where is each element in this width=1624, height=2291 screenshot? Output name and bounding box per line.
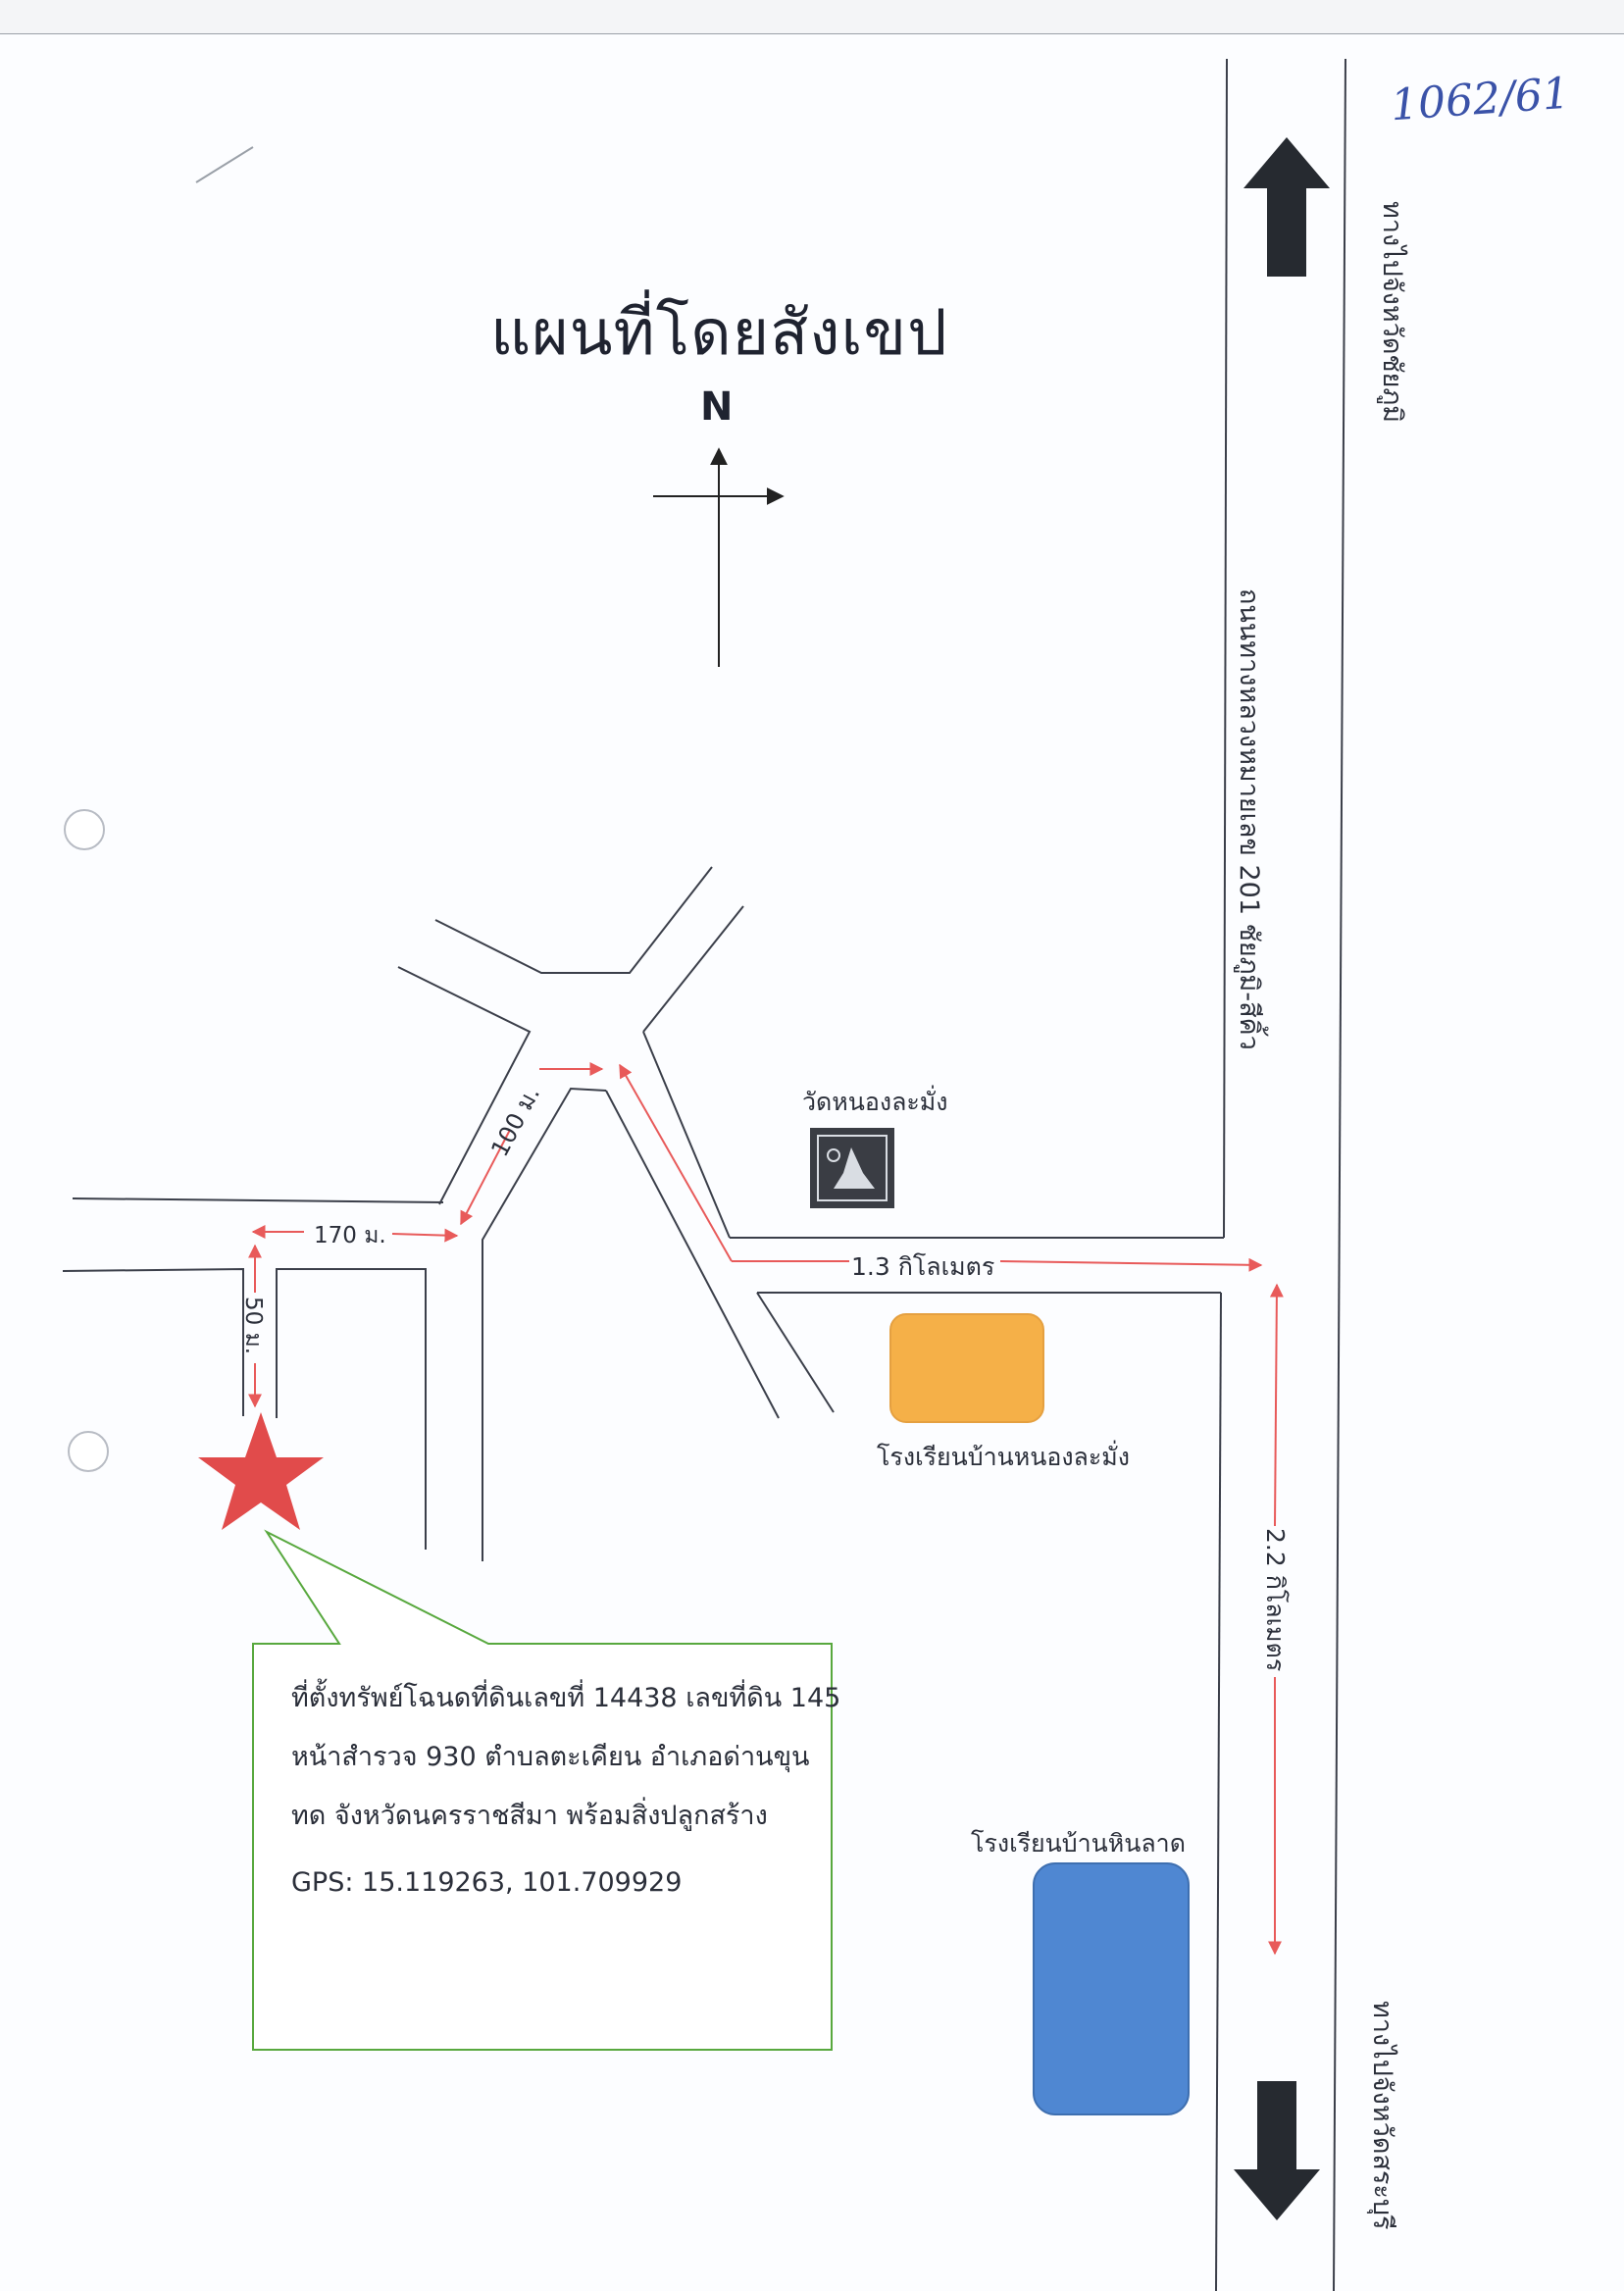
dist-arrow-100m xyxy=(460,1129,511,1226)
dist-arrow-1-3km xyxy=(619,1063,733,1262)
north-label: N xyxy=(700,384,734,430)
highway-edge-left-lower xyxy=(1215,1292,1222,2291)
temple-label: วัดหนองละมั่ง xyxy=(802,1088,948,1116)
diag-road-edge-b xyxy=(605,1090,780,1419)
scan-mark xyxy=(195,146,254,183)
school2-shape xyxy=(1033,1862,1190,2115)
property-line-1: ที่ตั้งทรัพย์โฉนดที่ดินเลขที่ 14438 เลขท… xyxy=(291,1683,841,1713)
dist-arrow-170m-r xyxy=(391,1228,459,1243)
highway-name-label: ถนนทางหลวงหมายเลข 201 ชัยภูมิ-สีคิ้ว xyxy=(1234,588,1264,1050)
binder-hole-upper xyxy=(64,809,105,850)
arrow-north-icon xyxy=(1243,137,1330,277)
property-gps: GPS: 15.119263, 101.709929 xyxy=(291,1867,683,1898)
property-line-3: ทด จังหวัดนครราชสีมา พร้อมสิ่งปลูกสร้าง xyxy=(291,1801,768,1831)
junction-road-inner xyxy=(482,1087,607,1561)
diag-road-edge-c xyxy=(756,1292,835,1413)
left-road-bottom xyxy=(62,1267,244,1416)
junction-road-right xyxy=(642,905,744,1033)
property-info: ที่ตั้งทรัพย์โฉนดที่ดินเลขที่ 14438 เลขท… xyxy=(291,1669,840,1912)
arrow-south-icon xyxy=(1234,2081,1320,2220)
compass-icon xyxy=(653,447,785,667)
distance-label-50m: 50 ม. xyxy=(240,1297,266,1355)
junction-road-left xyxy=(397,966,532,1205)
diag-road-edge-a xyxy=(642,1031,731,1239)
distance-label-1-3km: 1.3 กิโลเมตร xyxy=(851,1252,995,1281)
temple-icon xyxy=(810,1128,894,1208)
junction-road-top xyxy=(434,866,713,974)
scan-top-edge xyxy=(0,0,1624,34)
school1-label: โรงเรียนบ้านหนองละมั่ง xyxy=(877,1443,1130,1471)
binder-hole-lower xyxy=(68,1431,109,1472)
left-road-inner xyxy=(276,1268,427,1550)
school2-label: โรงเรียนบ้านหินลาด xyxy=(971,1829,1186,1858)
highway-edge-right xyxy=(1333,58,1346,2291)
highway-edge-left xyxy=(1223,58,1228,1239)
property-line-2: หน้าสำรวจ 930 ตำบลตะเคียน อำเภอด่านขุน xyxy=(291,1742,810,1772)
dist-arrow-1-3km-h2 xyxy=(999,1257,1263,1272)
star-icon xyxy=(198,1412,324,1530)
school1-shape xyxy=(889,1313,1044,1423)
dist-arrow-2-2km-top xyxy=(1269,1283,1284,1527)
distance-label-2-2km: 2.2 กิโลเมตร xyxy=(1261,1528,1290,1672)
distance-label-170m: 170 ม. xyxy=(314,1223,386,1248)
left-road-top xyxy=(72,1197,444,1203)
callout-box xyxy=(252,1529,833,2051)
direction-south-label: ทางไปจังหวัดสระบุรี xyxy=(1367,2001,1397,2230)
map-title: แผนที่โดยสังเขป xyxy=(490,297,948,370)
direction-north-label: ทางไปจังหวัดชัยภูมิ xyxy=(1377,201,1407,424)
